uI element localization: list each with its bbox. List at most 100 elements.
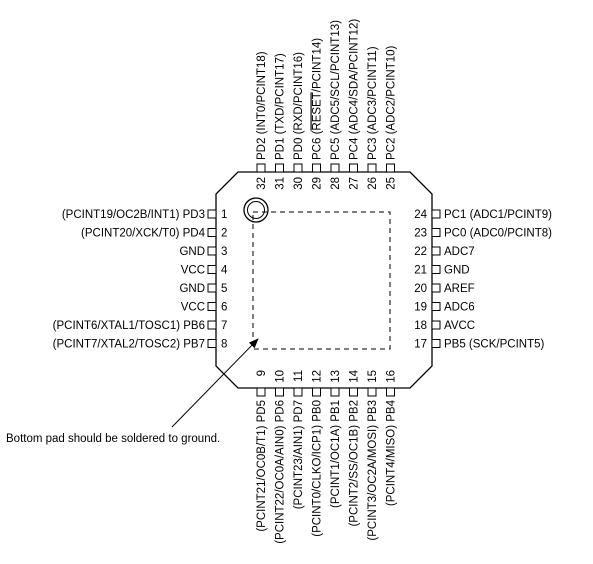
pin-label: (PCINT20/XCK/T0) PD4 [81, 228, 206, 240]
pin-number: 4 [221, 265, 228, 277]
pin-pad [349, 163, 358, 173]
pin-pad [256, 387, 266, 397]
pin-pad [207, 265, 217, 274]
pin-label: PD0 (RXD/PCINT16) [293, 52, 305, 160]
pin-label: PB5 (SCK/PCINT5) [444, 339, 544, 351]
pin-pad [293, 387, 303, 397]
pin-pad [431, 228, 441, 237]
pin-label: (PCINT4/MISO) PB4 [386, 399, 398, 506]
pin-pad [207, 283, 217, 293]
pin-pad [312, 163, 321, 173]
pin-number: 26 [367, 177, 379, 190]
pin-number: 7 [221, 320, 227, 332]
pin-label: PC4 (ADC4/SDA/PCINT12) [349, 19, 361, 160]
pin-number: 31 [275, 177, 287, 190]
pin-21: GND 21 [414, 265, 469, 277]
pin-number: 19 [414, 302, 427, 314]
pin-5: GND 5 [179, 283, 227, 295]
pin-13: (PCINT1/OC1A) PB1 13 [330, 370, 342, 508]
pin-label: PC3 (ADC3/PCINT11) [367, 46, 379, 160]
chip-body [215, 171, 433, 389]
annotation-arrow [171, 338, 259, 428]
pin-label: (PCINT21/OC0B/T1) PD5 [256, 400, 268, 532]
pin-pad [431, 339, 441, 348]
pin-pad [207, 228, 217, 237]
pin-number: 23 [414, 228, 427, 240]
pin-25: PC2 (ADC2/PCINT10)25 [386, 45, 398, 189]
pin-label: (PCINT0/CLKO/ICP1) PB0 [312, 400, 324, 537]
pin-number: 5 [221, 283, 227, 295]
pin-label: PC2 (ADC2/PCINT10) [386, 45, 398, 160]
pin-pad [207, 209, 217, 219]
pin-label: (PCINT1/OC1A) PB1 [330, 400, 342, 508]
pin-label: GND [179, 283, 205, 295]
pin-label: VCC [181, 265, 205, 277]
pin-16: (PCINT4/MISO) PB4 16 [386, 370, 398, 506]
pin-label: PC0 (ADC0/PCINT8) [444, 228, 552, 240]
pin-24: PC1 (ADC1/PCINT9) 24 [414, 209, 552, 221]
pin-4: VCC 4 [181, 265, 228, 277]
pin-pad [431, 320, 441, 330]
pin-29: PC6 (RESET/PCINT14) 29 [312, 38, 324, 190]
pin-number: 29 [312, 177, 324, 190]
pin-label: PD1 (TXD/PCINT17) [275, 53, 287, 160]
pin-7: (PCINT6/XTAL1/TOSC1) PB6 7 [53, 320, 228, 332]
pin-label: (PCINT3/OC2A/MOSI) PB3 [367, 400, 379, 541]
pin-pad [207, 320, 217, 330]
pin-26: PC3 (ADC3/PCINT11) 26 [367, 46, 379, 190]
pin-number: 20 [414, 283, 427, 295]
pin-31: PD1 (TXD/PCINT17) 31 [275, 53, 287, 190]
pin-19: ADC6 19 [414, 302, 474, 314]
pin-label: ADC6 [444, 302, 475, 314]
pin-number: 12 [312, 370, 324, 383]
pin-28: PC5 (ADC5/SCL/PCINT13)28 [330, 20, 342, 190]
pin-label: GND [444, 265, 470, 277]
pin-pad [207, 302, 217, 311]
pin-pad [207, 246, 217, 256]
pin-number: 21 [414, 265, 427, 277]
pin-pad [275, 387, 284, 397]
annotation-text: Bottom pad should be soldered to ground. [6, 433, 220, 445]
pin-12: (PCINT0/CLKO/ICP1) PB0 12 [312, 370, 324, 537]
pin-23: PC0 (ADC0/PCINT8) 23 [414, 228, 552, 240]
pin-pad [349, 387, 358, 397]
pin-number: 15 [367, 370, 379, 383]
pin-20: AREF 20 [414, 283, 474, 295]
pin-15: (PCINT3/OC2A/MOSI) PB3 15 [367, 370, 379, 541]
pin-32: PD2 (INT0/PCINT18) 32 [256, 51, 268, 190]
pin-label: AVCC [444, 320, 475, 332]
pin-number: 32 [256, 177, 268, 190]
pin-pad [275, 163, 284, 173]
pin-label: (PCINT23/AIN1) PD7 [293, 400, 305, 509]
pin-pad [367, 163, 377, 173]
pin-number: 17 [414, 339, 427, 351]
pin-number: 13 [330, 370, 342, 383]
pin-pad [330, 163, 340, 173]
pin-number: 24 [414, 209, 427, 221]
pin-label: (PCINT6/XTAL1/TOSC1) PB6 [53, 320, 205, 332]
pin-label: ADC7 [444, 246, 475, 258]
pin-label: PC1 (ADC1/PCINT9) [444, 209, 552, 221]
pin-pad [256, 163, 266, 173]
pin-number: 1 [221, 209, 227, 221]
pin-label: VCC [181, 302, 205, 314]
pin-label: PC6 (RESET/PCINT14) [312, 38, 324, 160]
pin-label: PD2 (INT0/PCINT18) [256, 51, 268, 160]
pin-pad [367, 387, 377, 397]
pin-label: AREF [444, 283, 475, 295]
pin-label: (PCINT22/OC0A/AIN0) PD6 [275, 400, 287, 544]
pin-number: 8 [221, 339, 227, 351]
exposed-pad [252, 211, 391, 350]
pin-pad [293, 163, 303, 173]
pin-number: 16 [386, 370, 398, 383]
